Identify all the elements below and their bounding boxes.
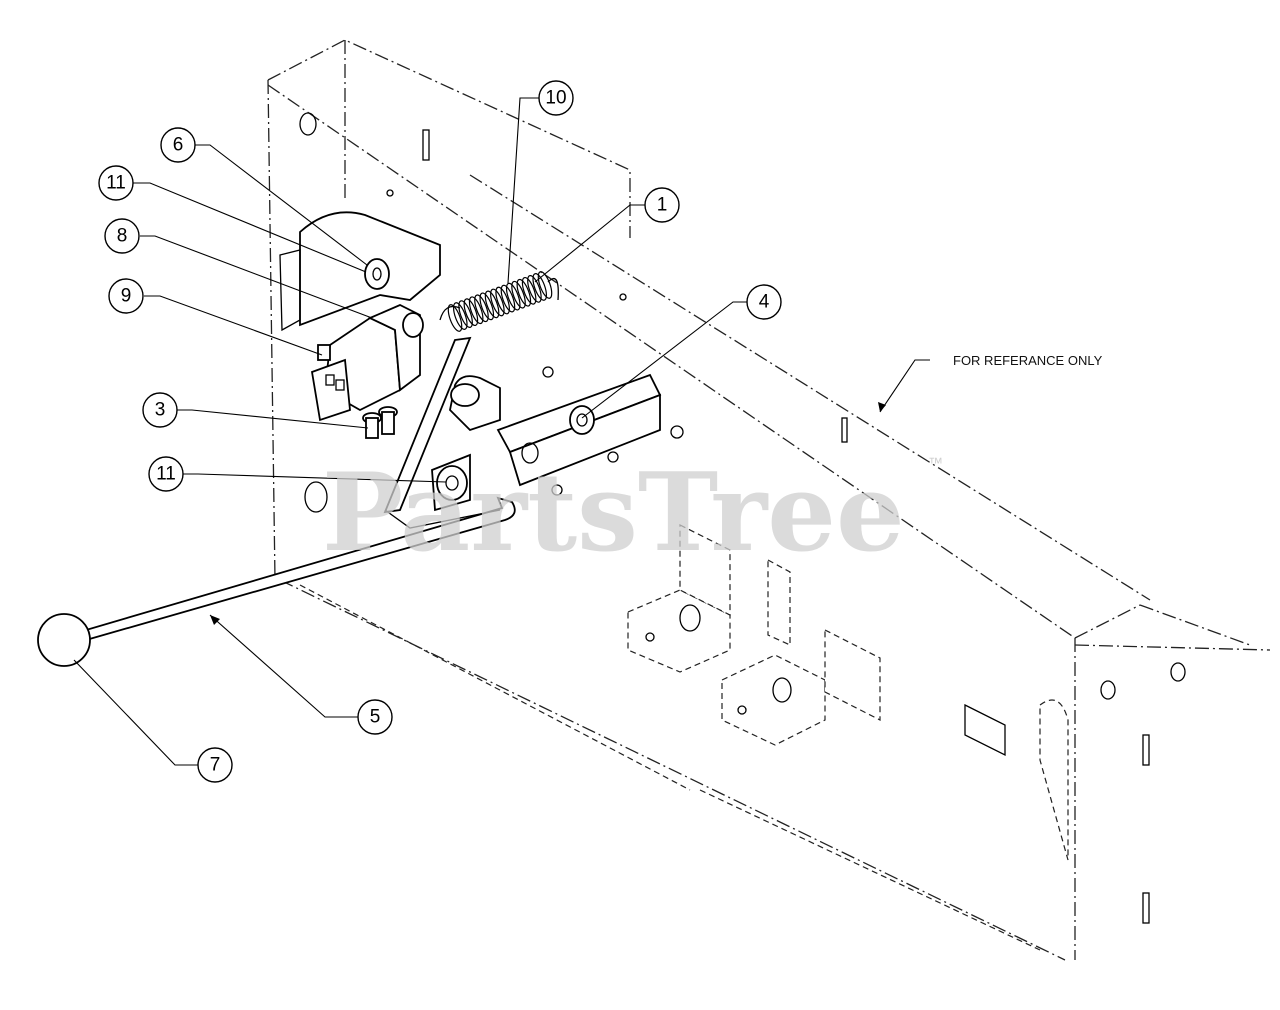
spring-coil (537, 271, 553, 299)
spring-coil (516, 278, 532, 307)
spring-coil (468, 296, 484, 325)
spring-coil (447, 304, 463, 332)
leader-lines (73, 97, 930, 766)
spring-coil (532, 273, 548, 301)
reference-note: FOR REFERANCE ONLY (953, 353, 1103, 368)
svg-text:9: 9 (121, 286, 132, 307)
callout-8: 8 (104, 218, 140, 254)
spring-coil (484, 290, 500, 319)
spring-coil (495, 286, 510, 315)
svg-text:1: 1 (657, 195, 668, 216)
spring-coil (479, 292, 495, 321)
shift-knob (37, 613, 91, 667)
callouts: 6 11 8 9 3 11 10 1 (98, 80, 782, 783)
watermark-brand: PartsTree (322, 450, 905, 576)
pivot-arm (383, 336, 501, 514)
shift-rod (85, 496, 516, 642)
bolts (362, 406, 398, 439)
callout-1: 1 (644, 187, 680, 223)
callout-3: 3 (142, 392, 178, 428)
spring-coil (500, 284, 516, 313)
callout-10: 10 (538, 80, 574, 116)
reference-frame (267, 39, 1271, 961)
watermark-trademark: ™ (928, 455, 943, 472)
spring-coil (521, 276, 537, 305)
svg-text:4: 4 (759, 292, 770, 313)
lower-brackets (627, 524, 1069, 861)
interlock-switch (310, 304, 424, 422)
callout-4: 4 (746, 284, 782, 320)
callout-7: 7 (197, 747, 233, 783)
spring-coil (452, 302, 468, 330)
svg-text:5: 5 (370, 707, 381, 728)
callout-11-lower: 11 (148, 456, 184, 492)
svg-text:11: 11 (156, 464, 176, 485)
spring-coil (474, 294, 489, 323)
callout-11-upper: 11 (98, 165, 134, 201)
svg-text:10: 10 (545, 88, 566, 109)
spring-coil (463, 298, 479, 327)
extension-spring (439, 271, 559, 332)
lever-plate (496, 373, 662, 496)
spring-coil (505, 282, 521, 311)
spring-coil (458, 300, 473, 328)
svg-text:11: 11 (106, 173, 126, 194)
svg-text:7: 7 (210, 755, 221, 776)
svg-text:8: 8 (117, 226, 128, 247)
spring-coil (527, 275, 542, 303)
svg-text:6: 6 (173, 135, 184, 156)
callout-6: 6 (160, 127, 196, 163)
spring-coil (511, 280, 526, 309)
washer-upper (364, 258, 390, 290)
callout-5: 5 (357, 699, 393, 735)
callout-9: 9 (108, 278, 144, 314)
spring-coil (490, 288, 505, 317)
svg-text:3: 3 (155, 400, 166, 421)
